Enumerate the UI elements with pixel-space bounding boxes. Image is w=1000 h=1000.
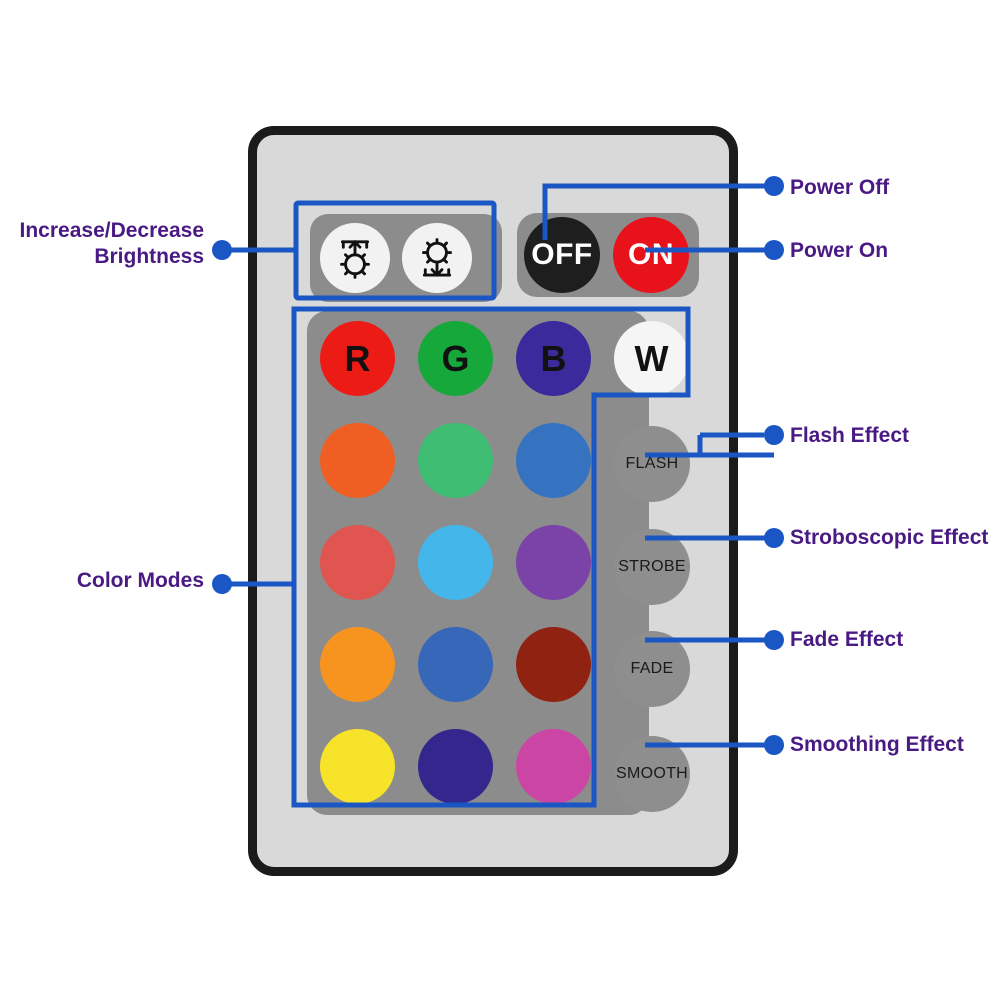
color-key-r3c1[interactable]: [320, 525, 395, 600]
brightness-callout-label: Increase/Decrease Brightness: [19, 219, 204, 268]
power-on-label: ON: [628, 238, 674, 271]
smooth-callout-label: Smoothing Effect: [790, 733, 964, 756]
color-key-r3c2[interactable]: [418, 525, 493, 600]
strobe-leader-dot: [764, 528, 784, 548]
flash-callout-label: Flash Effect: [790, 424, 910, 447]
color-key-r2c3[interactable]: [516, 423, 591, 498]
flash-leader-dot: [764, 425, 784, 445]
smooth-leader-dot: [764, 735, 784, 755]
color-key-label: G: [441, 337, 470, 379]
color-key-r5c1[interactable]: [320, 729, 395, 804]
color-key-g[interactable]: G: [418, 321, 493, 396]
color-key-label: B: [540, 337, 567, 379]
color-key-r[interactable]: R: [320, 321, 395, 396]
color-key-label: W: [634, 337, 669, 379]
brightness-up-icon: [340, 240, 370, 279]
color-key-r3c3[interactable]: [516, 525, 591, 600]
brightness-down-icon: [422, 238, 452, 277]
effect-button-label: STROBE: [618, 558, 686, 575]
power-on-button[interactable]: ON: [613, 217, 689, 293]
decrease-brightness-button[interactable]: [402, 223, 472, 293]
color-key-r4c3[interactable]: [516, 627, 591, 702]
power-off-button[interactable]: OFF: [524, 217, 600, 293]
color-key-b[interactable]: B: [516, 321, 591, 396]
power-off-leader-dot: [764, 176, 784, 196]
color-key-r2c2[interactable]: [418, 423, 493, 498]
color-modes-callout-label: Color Modes: [76, 569, 204, 592]
color-key-r5c3[interactable]: [516, 729, 591, 804]
effect-button-label: FLASH: [625, 455, 679, 472]
effect-button-flash[interactable]: FLASH: [614, 426, 690, 502]
effect-button-label: FADE: [630, 660, 674, 677]
power-off-callout-label: Power Off: [790, 176, 890, 199]
color-key-r2c1[interactable]: [320, 423, 395, 498]
fade-leader-dot: [764, 630, 784, 650]
power-on-leader-dot: [764, 240, 784, 260]
effect-button-label: SMOOTH: [615, 765, 689, 782]
color-key-label: R: [344, 337, 371, 379]
color-key-r4c1[interactable]: [320, 627, 395, 702]
color-key-r5c2[interactable]: [418, 729, 493, 804]
power-on-callout-label: Power On: [790, 239, 889, 262]
effect-button-fade[interactable]: FADE: [614, 631, 690, 707]
fade-callout-label: Fade Effect: [790, 628, 904, 651]
strobe-callout-label: Stroboscopic Effect: [790, 526, 989, 549]
color-modes-leader-dot: [212, 574, 232, 594]
effect-button-strobe[interactable]: STROBE: [614, 529, 690, 605]
color-key-w[interactable]: W: [614, 321, 689, 396]
effect-button-smooth[interactable]: SMOOTH: [614, 736, 690, 812]
color-key-r4c2[interactable]: [418, 627, 493, 702]
brightness-leader-dot: [212, 240, 232, 260]
increase-brightness-button[interactable]: [320, 223, 390, 293]
remote-control-body: OFF ON R G B W FLASH STROBE FADE SMOOTH: [248, 126, 738, 876]
power-off-label: OFF: [531, 238, 593, 271]
